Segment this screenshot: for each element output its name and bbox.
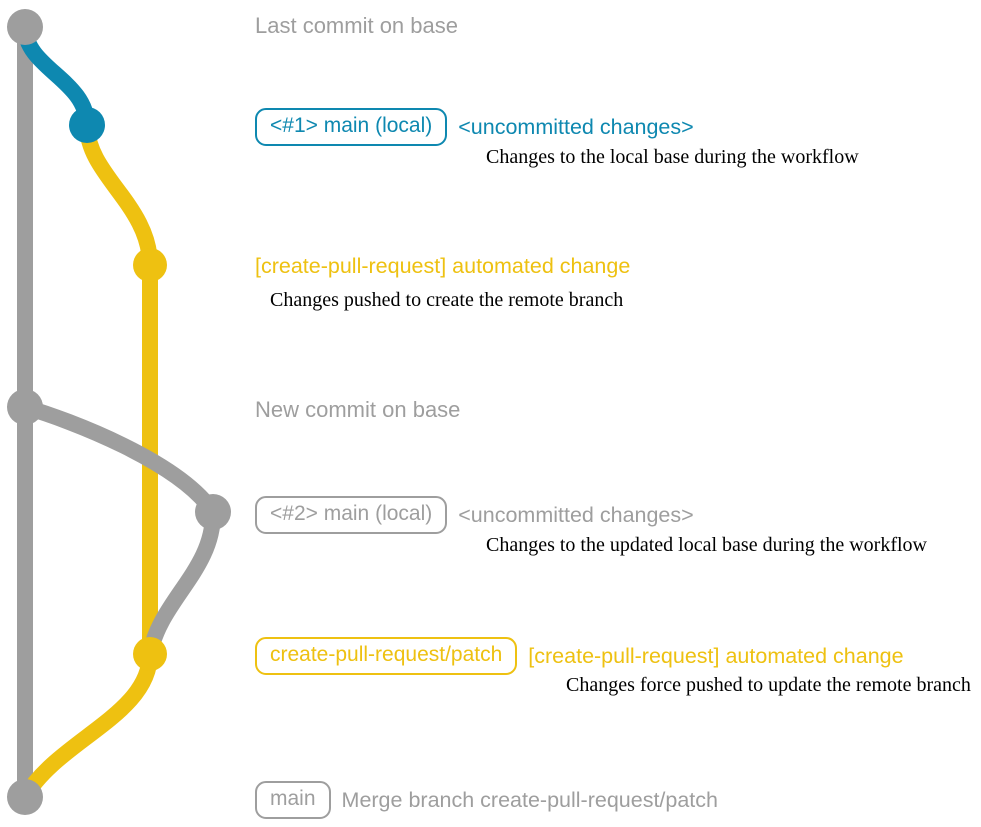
edge-base2-to-local2 — [17, 399, 221, 520]
commit-subject-local-1: <uncommitted changes> — [458, 115, 694, 139]
commit-node-new-commit-on-base[interactable] — [7, 389, 43, 425]
row-local-1: <#1> main (local) <uncommitted changes> — [255, 108, 694, 146]
row-automated-1: [create-pull-request] automated change — [255, 254, 630, 278]
ref-pill-main-local-2[interactable]: <#2> main (local) — [255, 496, 448, 534]
edge-patch2-to-merge — [17, 646, 158, 805]
ref-pill-main-local-1[interactable]: <#1> main (local) — [255, 108, 448, 146]
commit-note-automated-2: Changes force pushed to update the remot… — [566, 674, 971, 696]
commit-node-local-uncommitted-1[interactable] — [69, 107, 105, 143]
commit-node-local-uncommitted-2[interactable] — [195, 494, 231, 530]
edge-local1-to-patch1 — [79, 117, 158, 273]
commit-subject-automated-2: [create-pull-request] automated change — [528, 644, 904, 668]
commit-subject-merge: Merge branch create-pull-request/patch — [341, 788, 718, 812]
commit-subject-local-2: <uncommitted changes> — [458, 503, 694, 527]
commit-node-last-commit-on-base[interactable] — [7, 9, 43, 45]
commit-node-merge-commit[interactable] — [7, 779, 43, 815]
commit-note-automated-1: Changes pushed to create the remote bran… — [270, 289, 624, 311]
row-automated-2: create-pull-request/patch [create-pull-r… — [255, 637, 904, 675]
commit-note-local-1: Changes to the local base during the wor… — [486, 146, 859, 168]
commit-node-automated-change-2[interactable] — [133, 637, 167, 671]
ref-pill-main[interactable]: main — [255, 781, 331, 819]
row-local-2: <#2> main (local) <uncommitted changes> — [255, 496, 694, 534]
commit-node-automated-change-1[interactable] — [133, 248, 167, 282]
row-merge: main Merge branch create-pull-request/pa… — [255, 781, 718, 819]
commit-subject-automated-1: [create-pull-request] automated change — [255, 254, 631, 278]
commit-note-local-2: Changes to the updated local base during… — [486, 534, 927, 556]
edge-local2-to-patch2 — [142, 504, 222, 662]
heading-new-commit-on-base: New commit on base — [255, 397, 461, 422]
heading-last-commit-on-base: Last commit on base — [255, 13, 458, 38]
ref-pill-create-pull-request-patch[interactable]: create-pull-request/patch — [255, 637, 518, 675]
